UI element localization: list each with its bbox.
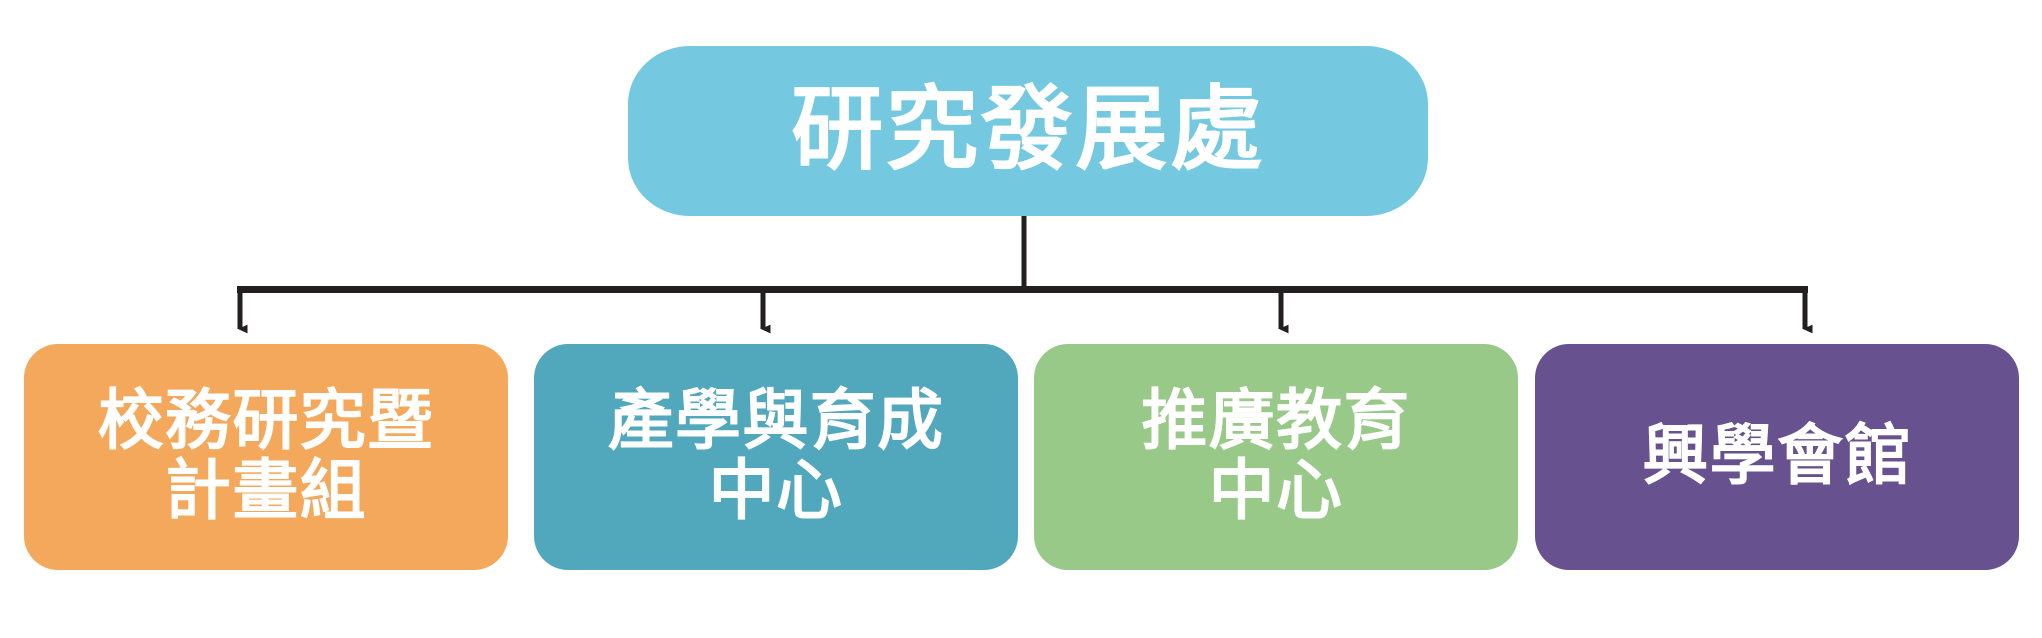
node-child-label: 校務研究暨 計畫組 (97, 385, 435, 528)
node-child-label: 推廣教育 中心 (1141, 385, 1411, 528)
node-child-continuing-education-center[interactable]: 推廣教育 中心 (1034, 344, 1518, 570)
node-root-research-development-office[interactable]: 研究發展處 (628, 46, 1428, 216)
node-child-institutional-research-and-planning-division[interactable]: 校務研究暨 計畫組 (24, 344, 508, 570)
node-child-xingxue-hall[interactable]: 興學會館 (1535, 344, 2019, 570)
node-child-label: 興學會館 (1642, 420, 1912, 494)
node-child-industry-academia-and-incubation-center[interactable]: 產學與育成 中心 (534, 344, 1018, 570)
node-root-label: 研究發展處 (791, 79, 1265, 182)
node-child-label: 產學與育成 中心 (607, 385, 945, 528)
